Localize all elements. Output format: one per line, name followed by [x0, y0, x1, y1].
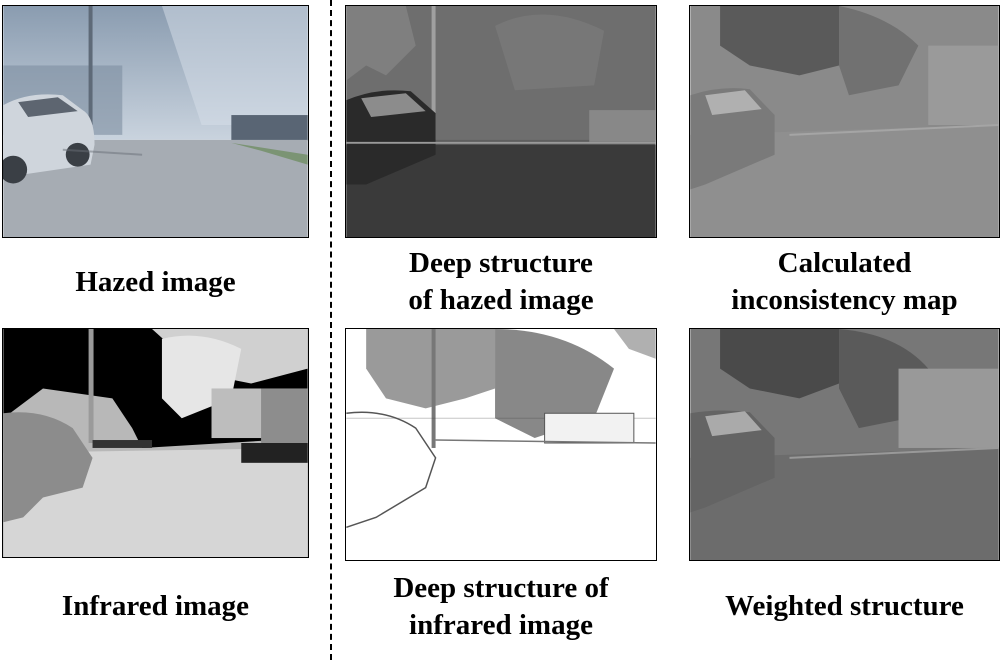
column-divider [330, 0, 332, 660]
weighted-structure-panel [689, 328, 1000, 561]
caption-inconsistency-map: Calculated inconsistency map [731, 247, 958, 316]
hazed-image-panel [2, 5, 309, 238]
inconsistency-map-panel [689, 5, 1000, 238]
deep-structure-infrared-panel [345, 328, 657, 561]
caption-hazed-image: Hazed image [75, 266, 236, 298]
caption-infrared-image: Infrared image [61, 590, 250, 622]
deep-structure-hazed-panel [345, 5, 657, 238]
deep-structure-infrared-image [346, 329, 656, 560]
caption-deep-structure-infrared: Deep structure of infrared image [393, 572, 609, 641]
deep-structure-hazed-image [346, 6, 656, 237]
hazed-image [3, 6, 308, 237]
caption-deep-structure-hazed: Deep structure of hazed image [408, 247, 594, 316]
caption-weighted-structure: Weighted structure [725, 590, 964, 622]
inconsistency-map-image [690, 6, 999, 237]
infrared-image-panel [2, 328, 309, 558]
infrared-image [3, 329, 308, 557]
weighted-structure-image [690, 329, 999, 560]
